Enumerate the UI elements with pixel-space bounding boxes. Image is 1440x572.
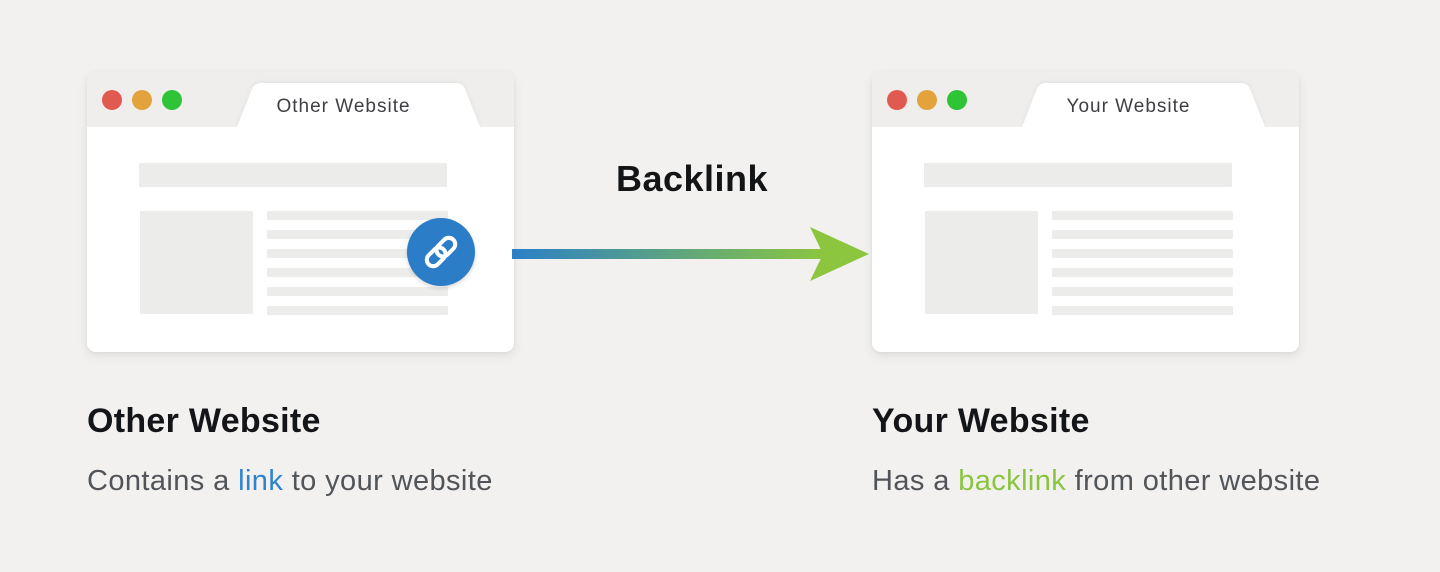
link-badge bbox=[407, 218, 475, 286]
browser-window-your-website: Your Website bbox=[872, 72, 1299, 352]
placeholder-text-line bbox=[1052, 211, 1233, 220]
traffic-light-amber-icon bbox=[917, 90, 937, 110]
gradient-arrow-icon bbox=[512, 227, 869, 281]
browser-tab: Your Website bbox=[1022, 83, 1265, 127]
traffic-lights bbox=[887, 90, 967, 110]
placeholder-text-line bbox=[267, 287, 448, 296]
placeholder-image-block bbox=[925, 211, 1038, 314]
caption-description: Contains a link to your website bbox=[87, 465, 647, 498]
browser-page-content bbox=[87, 127, 514, 352]
browser-page-content bbox=[872, 127, 1299, 352]
placeholder-text-line bbox=[1052, 268, 1233, 277]
highlight-word-link: link bbox=[238, 465, 284, 497]
placeholder-title-bar bbox=[924, 163, 1232, 187]
traffic-lights bbox=[102, 90, 182, 110]
chain-link-icon bbox=[424, 235, 458, 269]
placeholder-text-line bbox=[267, 230, 448, 239]
browser-tab-shape bbox=[237, 83, 480, 127]
browser-chrome: Your Website bbox=[872, 72, 1299, 127]
placeholder-text-line bbox=[267, 211, 448, 220]
traffic-light-amber-icon bbox=[132, 90, 152, 110]
placeholder-text-line bbox=[1052, 306, 1233, 315]
browser-tab: Other Website bbox=[237, 83, 480, 127]
arrow-label: Backlink bbox=[615, 158, 769, 199]
caption-description: Has a backlink from other website bbox=[872, 465, 1432, 498]
traffic-light-red-icon bbox=[887, 90, 907, 110]
placeholder-title-bar bbox=[139, 163, 447, 187]
placeholder-text-line bbox=[267, 268, 448, 277]
placeholder-text-line bbox=[1052, 287, 1233, 296]
caption-text: from other website bbox=[1066, 465, 1321, 497]
caption-text: to your website bbox=[283, 465, 493, 497]
caption-text: Contains a bbox=[87, 465, 239, 497]
caption-other-website: Other Website Contains a link to your we… bbox=[87, 402, 647, 498]
caption-your-website: Your Website Has a backlink from other w… bbox=[872, 402, 1432, 498]
placeholder-image-block bbox=[140, 211, 253, 314]
browser-chrome: Other Website bbox=[87, 72, 514, 127]
caption-text: Has a bbox=[872, 465, 959, 497]
caption-title: Your Website bbox=[872, 402, 1090, 440]
traffic-light-red-icon bbox=[102, 90, 122, 110]
placeholder-text-line bbox=[267, 306, 448, 315]
browser-tab-title: Your Website bbox=[1066, 96, 1191, 117]
caption-title: Other Website bbox=[87, 402, 321, 440]
highlight-word-backlink: backlink bbox=[958, 465, 1067, 497]
backlink-arrow-group: Backlink bbox=[512, 158, 872, 284]
traffic-light-green-icon bbox=[162, 90, 182, 110]
browser-tab-title: Other Website bbox=[276, 96, 411, 117]
browser-tab-shape bbox=[1022, 83, 1265, 127]
traffic-light-green-icon bbox=[947, 90, 967, 110]
placeholder-text-line bbox=[1052, 249, 1233, 258]
placeholder-text-line bbox=[267, 249, 448, 258]
browser-window-other-website: Other Website bbox=[87, 72, 514, 352]
placeholder-text-line bbox=[1052, 230, 1233, 239]
